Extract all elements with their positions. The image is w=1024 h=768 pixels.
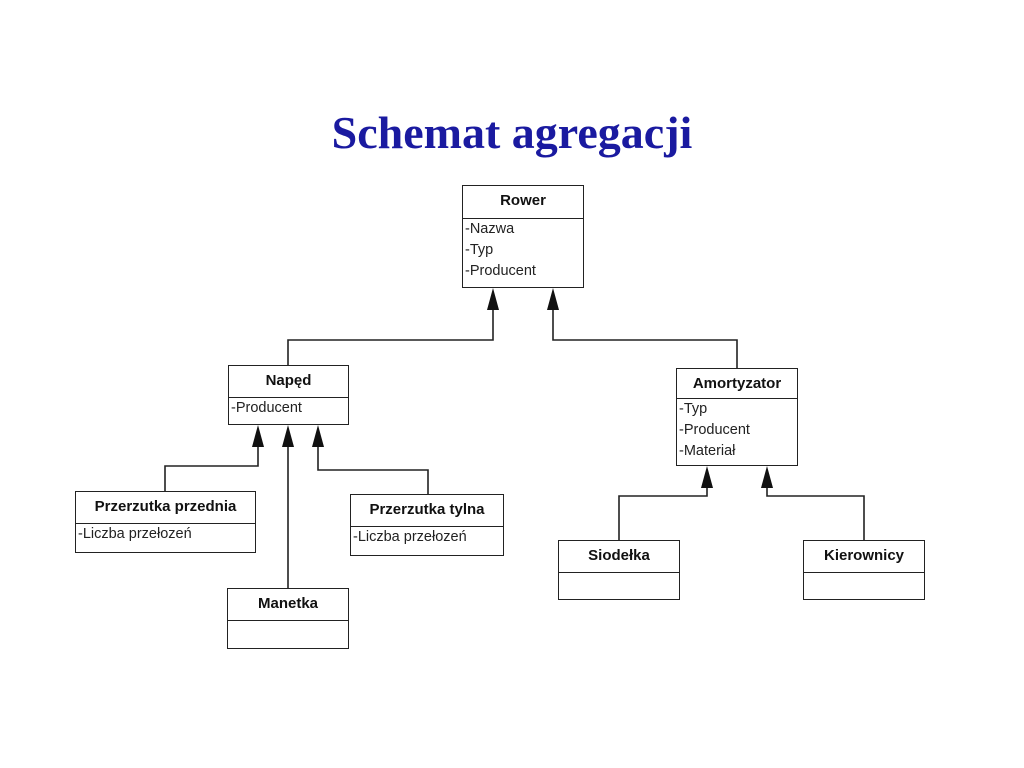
connector-siodelka-amortyzator (618, 488, 708, 540)
class-attributes-przerzutka-przednia: -Liczba przełozeń (76, 524, 255, 545)
class-box-amortyzator: Amortyzator -Typ -Producent -Materiał (676, 368, 798, 466)
arrowhead-rower-right (547, 288, 559, 310)
class-attributes-naped: -Producent (229, 398, 348, 419)
attribute: -Typ (679, 401, 708, 417)
class-name-kierownicy: Kierownicy (804, 541, 924, 573)
class-box-naped: Napęd -Producent (228, 365, 349, 425)
attribute: -Liczba przełozeń (353, 529, 467, 545)
connector-przednia-naped (164, 447, 259, 491)
attribute: -Typ (465, 242, 494, 258)
attribute: -Nazwa (465, 221, 515, 237)
arrowhead-amortyzator-left (701, 466, 713, 488)
class-name-manetka: Manetka (228, 589, 348, 621)
arrowhead-naped-center (282, 425, 294, 447)
class-box-przerzutka-tylna: Przerzutka tylna -Liczba przełozeń (350, 494, 504, 556)
class-box-kierownicy: Kierownicy (803, 540, 925, 600)
attribute: -Liczba przełozeń (78, 526, 192, 542)
class-box-rower: Rower -Nazwa -Typ -Producent (462, 185, 584, 288)
connector-naped-rower (287, 310, 494, 365)
class-attributes-rower: -Nazwa -Typ -Producent (463, 219, 583, 282)
connector-amortyzator-rower (552, 310, 738, 368)
arrowhead-rower-left (487, 288, 499, 310)
attribute: -Producent (231, 400, 302, 416)
arrowhead-naped-right (312, 425, 324, 447)
attribute: -Materiał (679, 443, 736, 459)
arrowhead-naped-left (252, 425, 264, 447)
attribute: -Producent (465, 263, 536, 279)
connector-kierownicy-amortyzator (766, 488, 865, 540)
class-box-przerzutka-przednia: Przerzutka przednia -Liczba przełozeń (75, 491, 256, 553)
class-attributes-przerzutka-tylna: -Liczba przełozeń (351, 527, 503, 548)
attribute: -Producent (679, 422, 750, 438)
class-name-rower: Rower (463, 186, 583, 219)
class-name-przerzutka-przednia: Przerzutka przednia (76, 492, 255, 524)
class-name-amortyzator: Amortyzator (677, 369, 797, 399)
class-name-siodelka: Siodełka (559, 541, 679, 573)
class-name-przerzutka-tylna: Przerzutka tylna (351, 495, 503, 527)
arrowhead-amortyzator-right (761, 466, 773, 488)
class-name-naped: Napęd (229, 366, 348, 398)
connector-tylna-naped (317, 447, 429, 494)
page-title: Schemat agregacji (331, 107, 693, 158)
class-attributes-amortyzator: -Typ -Producent -Materiał (677, 399, 797, 462)
class-box-siodelka: Siodełka (558, 540, 680, 600)
class-box-manetka: Manetka (227, 588, 349, 649)
